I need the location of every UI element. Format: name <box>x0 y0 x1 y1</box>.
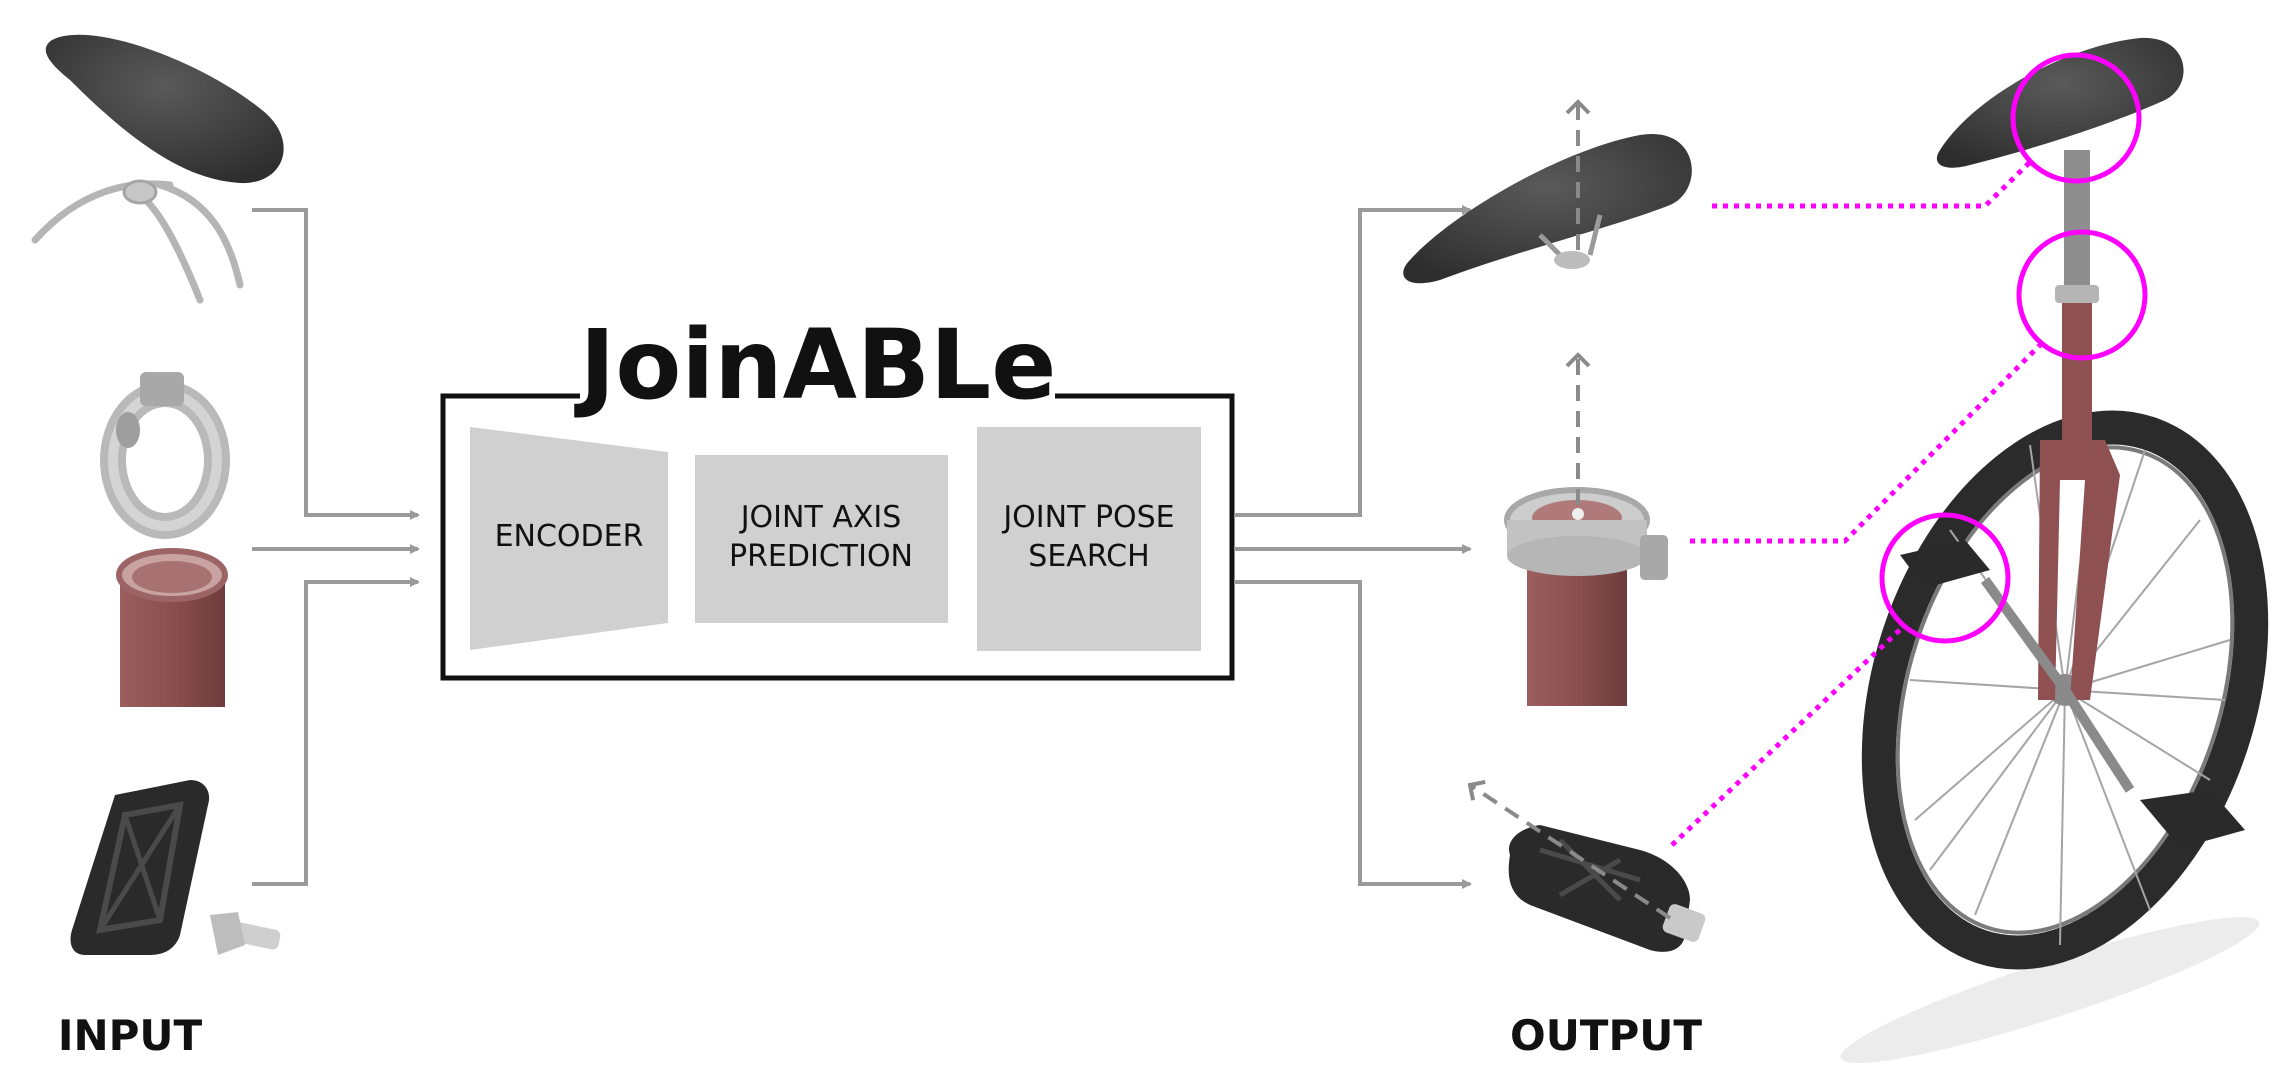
highlight-pedal-joint <box>1879 512 2011 644</box>
input-arrows <box>252 208 420 886</box>
input-bolt-icon <box>210 912 281 955</box>
input-tube-icon <box>116 548 228 707</box>
model-box-frame <box>440 393 1235 681</box>
model-box: JoinABLe ENCODER JOINT AXIS PREDICTION J… <box>440 309 1235 681</box>
joint-axis-label-1: JOINT AXIS <box>739 500 902 535</box>
unicycle-icon <box>1840 37 2269 1064</box>
joint-highlights <box>1670 52 2148 847</box>
input-clamp-icon <box>100 372 230 539</box>
joint-axis-block <box>695 455 948 623</box>
output-label: OUTPUT <box>1510 1011 1702 1060</box>
input-saddle-rails-icon <box>31 179 244 304</box>
unicycle-pedal-left <box>1900 540 1990 588</box>
unicycle-seat-post <box>2064 150 2090 300</box>
highlight-clamp-joint <box>2016 229 2148 361</box>
joint-pose-label-1: JOINT POSE <box>1001 500 1174 535</box>
output-arrows <box>1234 205 1472 889</box>
unicycle-pedal-right <box>2140 790 2245 848</box>
output-saddle-icon <box>1403 99 1692 284</box>
output-pedal-icon <box>1467 779 1706 952</box>
link-saddle <box>1712 160 2032 209</box>
joint-axis-label-2: PREDICTION <box>729 539 913 574</box>
arrow-pedal-to-model <box>252 577 420 886</box>
joint-pose-label-2: SEARCH <box>1028 539 1149 574</box>
joint-pose-block <box>977 427 1201 651</box>
unicycle-saddle <box>1936 37 2184 168</box>
output-parts <box>1403 99 1706 952</box>
highlight-saddle-joint <box>2010 52 2142 184</box>
encoder-block <box>470 427 668 650</box>
input-label: INPUT <box>58 1011 203 1060</box>
unicycle-seat-tube <box>2062 300 2092 450</box>
input-pedal-icon <box>70 780 210 955</box>
unicycle-fork <box>2038 440 2120 700</box>
arrow-model-to-saddle <box>1234 205 1472 517</box>
unicycle-collar <box>2055 285 2099 303</box>
link-clamp <box>1690 343 2042 544</box>
encoder-label: ENCODER <box>495 519 644 554</box>
model-title: JoinABLe <box>574 309 1057 421</box>
input-saddle-icon <box>45 34 284 184</box>
link-pedal <box>1670 623 1907 847</box>
input-parts <box>31 34 284 955</box>
output-tube-clamp-icon <box>1504 352 1668 706</box>
arrow-model-to-pedal <box>1234 580 1472 889</box>
arrow-saddle-to-model <box>252 208 420 520</box>
